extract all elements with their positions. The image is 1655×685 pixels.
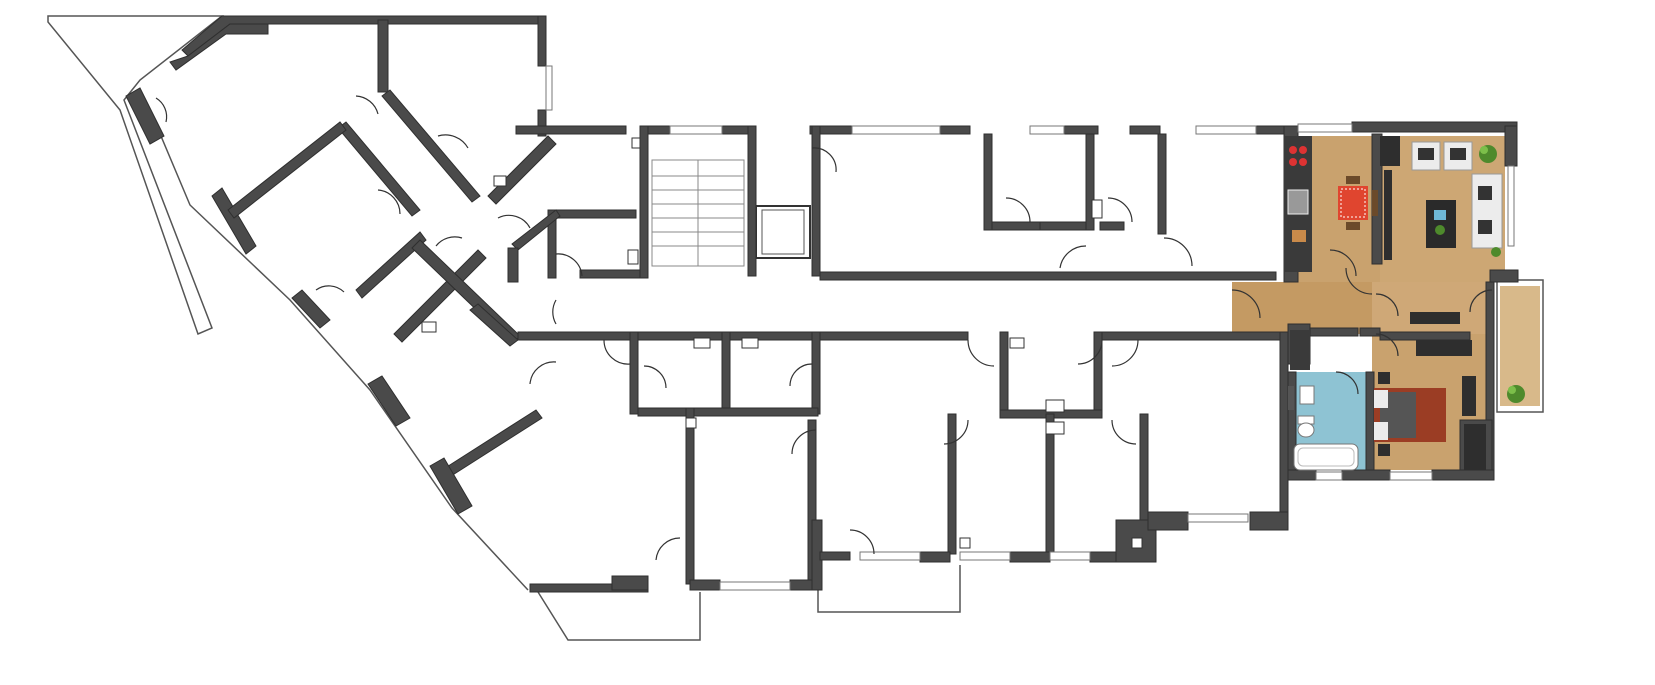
door xyxy=(435,236,463,247)
door xyxy=(943,419,969,445)
coffee-table-item xyxy=(1434,210,1446,220)
dining-table-icon xyxy=(1338,176,1378,230)
sink-icon xyxy=(627,249,639,265)
balcony-west-side xyxy=(149,109,529,591)
door xyxy=(1107,197,1133,223)
wardrobe xyxy=(1290,330,1310,370)
door xyxy=(643,365,667,389)
door xyxy=(437,134,469,149)
elevator-icon xyxy=(755,205,811,259)
door xyxy=(1111,419,1137,445)
shoe-rack xyxy=(1410,312,1460,324)
door xyxy=(1059,245,1087,269)
door xyxy=(603,339,631,365)
door xyxy=(1163,237,1193,267)
sink-icon xyxy=(1131,537,1143,549)
towel-rail xyxy=(1288,386,1294,410)
hallway-floor-2 xyxy=(1372,282,1490,334)
tv-icon xyxy=(1384,170,1392,260)
door xyxy=(355,95,379,115)
door xyxy=(497,214,531,229)
door xyxy=(1469,289,1493,313)
door xyxy=(377,189,401,215)
door xyxy=(1005,197,1031,223)
door xyxy=(849,529,875,555)
dresser xyxy=(1464,424,1486,470)
stove-icon xyxy=(1289,146,1307,166)
toilet-icon xyxy=(1045,421,1065,435)
sink-icon xyxy=(693,337,711,349)
door xyxy=(1345,267,1373,295)
fixtures xyxy=(421,137,1143,549)
door xyxy=(789,363,813,387)
sink-icon xyxy=(631,137,641,149)
sink-icon xyxy=(959,537,971,549)
door xyxy=(1077,339,1103,365)
sink-icon xyxy=(421,321,437,333)
coffee-table xyxy=(1426,200,1456,248)
door xyxy=(552,299,557,325)
plant-icon xyxy=(1435,145,1525,403)
door xyxy=(967,339,995,367)
toilet-icon xyxy=(1045,399,1065,413)
furniture xyxy=(1284,136,1525,471)
door xyxy=(791,429,817,455)
door xyxy=(155,97,168,123)
cutting-board xyxy=(1292,230,1306,242)
staircase-icon xyxy=(651,159,745,267)
shelf xyxy=(1380,136,1400,166)
balcony-east xyxy=(1496,279,1544,413)
door xyxy=(1375,293,1399,317)
bedside-table xyxy=(1378,372,1390,384)
wardrobe xyxy=(1462,376,1476,416)
door xyxy=(1335,371,1359,395)
sink-icon xyxy=(493,175,507,187)
walls xyxy=(125,15,1519,593)
sink-icon xyxy=(1299,385,1315,405)
sink-icon xyxy=(1091,199,1103,219)
windows xyxy=(545,65,1515,591)
bathtub-icon xyxy=(1293,443,1359,471)
door xyxy=(1111,339,1139,367)
balcony-south xyxy=(817,565,961,613)
sink-icon xyxy=(1287,189,1309,215)
balcony-south-west xyxy=(537,591,701,641)
doors xyxy=(155,95,1493,561)
bed-icon xyxy=(1374,388,1446,442)
door xyxy=(811,147,837,173)
sink-icon xyxy=(1009,337,1025,349)
door xyxy=(655,537,681,561)
sink-icon xyxy=(685,417,697,429)
door xyxy=(555,253,583,277)
door xyxy=(315,285,345,293)
sofa-icon xyxy=(1411,141,1503,249)
balcony-north-west xyxy=(47,15,225,336)
door xyxy=(1375,333,1399,357)
door xyxy=(1231,289,1261,319)
door xyxy=(1329,249,1357,277)
bench xyxy=(1416,340,1472,356)
toilet-icon xyxy=(1297,415,1315,438)
furnished-apartment-floor xyxy=(1232,136,1540,470)
door xyxy=(529,361,557,385)
bedside-table xyxy=(1378,444,1390,456)
sink-icon xyxy=(741,337,759,349)
